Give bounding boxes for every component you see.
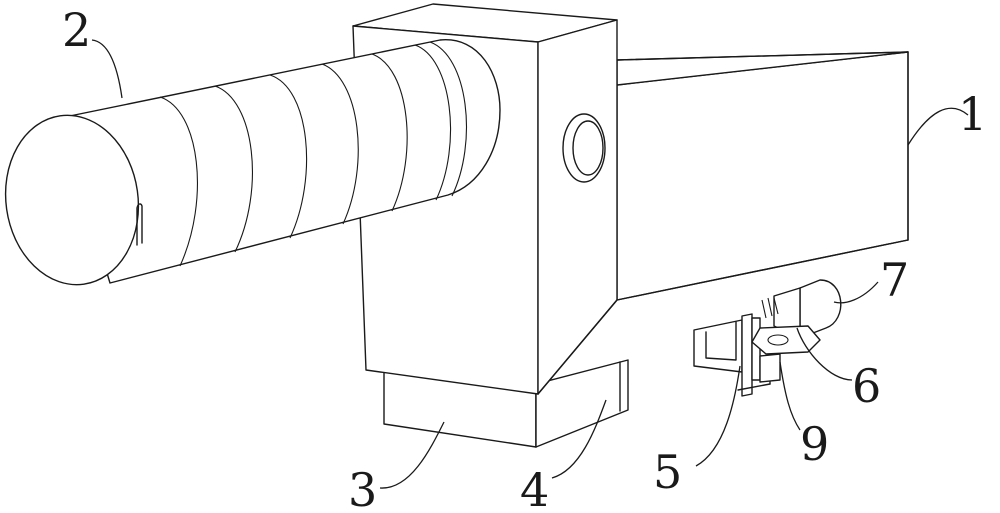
label-7: 7 [880, 253, 909, 307]
label-6: 6 [852, 359, 881, 413]
leader-9 [780, 362, 800, 430]
leader-5 [696, 366, 740, 466]
label-1: 1 [958, 87, 987, 141]
label-5: 5 [653, 445, 682, 499]
side-knob [563, 114, 605, 182]
label-2: 2 [62, 3, 91, 57]
bracket-5 [694, 314, 770, 396]
tab-9 [760, 354, 780, 382]
label-3: 3 [348, 463, 377, 513]
label-4: 4 [520, 463, 549, 513]
leader-2 [92, 40, 122, 98]
label-9: 9 [800, 417, 829, 471]
housing-rear-box [617, 52, 908, 300]
